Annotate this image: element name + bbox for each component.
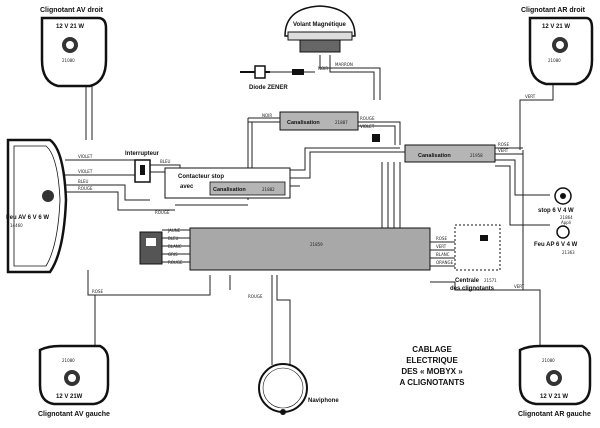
magneto-flywheel-title: Volant Magnétique <box>293 22 347 28</box>
stop-switch-canal: Canalisation <box>213 187 246 193</box>
wire-label: BLANC <box>168 244 182 249</box>
switch-title: Interrupteur <box>125 151 160 157</box>
front-light-title: Feu AV 6 V 6 W <box>6 215 49 221</box>
wire-label: BLEU <box>78 179 89 184</box>
stop-switch-ref: 21882 <box>262 187 275 192</box>
harness-right-title: Canalisation <box>418 153 451 159</box>
harness-top-title: Canalisation <box>287 120 320 126</box>
wire-label: VERT <box>498 148 509 153</box>
wire-label: BLANC <box>436 252 450 257</box>
wire-label: GRIS <box>168 252 178 257</box>
indicator-rear-right-title: Clignotant AR droit <box>521 7 586 14</box>
wire-label: VERT <box>525 94 536 99</box>
wire-label: JAUNE <box>167 228 181 233</box>
stop-switch-line2: avec <box>180 184 194 190</box>
indicator-rear-left-title: Clignotant AR gauche <box>518 411 591 418</box>
wiring <box>65 55 554 368</box>
indicator-rear-left-rating: 12 V 21 W <box>540 394 568 400</box>
indicator-front-right-title: Clignotant AV droit <box>40 7 104 14</box>
caption-line-4: A CLIGNOTANTS <box>400 378 466 387</box>
diagram-caption: CABLAGE ELECTRIQUE DES « MOBYX » A CLIGN… <box>400 345 466 387</box>
wire-label: MARRON <box>335 62 353 67</box>
wire-label: ROSE <box>92 289 103 294</box>
wire-label: VIOLET <box>78 154 93 159</box>
front-light: Feu AV 6 V 6 W 14460 <box>6 138 68 274</box>
caption-line-3: DES « MOBYX » <box>401 367 463 376</box>
wire-label: VIOLET <box>360 124 375 129</box>
rear-lights: stop 6 V 4 W 21864 Appli Feu AP 6 V 4 W … <box>534 187 578 255</box>
flasher-unit: Centrale 21571 des clignotants <box>450 224 501 292</box>
zener-diode: Diode ZENER <box>240 65 304 91</box>
horn-icon <box>258 363 308 413</box>
indicator-front-left-ref: 21080 <box>62 358 75 363</box>
indicator-rear-right-rating: 12 V 21 W <box>542 24 570 30</box>
caption-line-1: CABLAGE <box>412 345 452 354</box>
wire-label: VERT <box>514 284 525 289</box>
harness-main-ref: 21859 <box>310 242 323 247</box>
zener-diode-title: Diode ZENER <box>249 85 288 91</box>
wire-label: ROUGE <box>78 186 93 191</box>
flasher-ref: 21571 <box>484 278 497 283</box>
wire-label: ROUGE <box>248 294 263 299</box>
wire-labels: NOIR MARRON NOIR ROUGE VIOLET VIOLET VIO… <box>78 62 536 299</box>
indicator-front-left: 21080 12 V 21W Clignotant AV gauche <box>38 344 110 418</box>
wire-label: ROUGE <box>155 210 170 215</box>
stop-switch: Contacteur stop avec Canalisation 21882 <box>164 167 291 199</box>
indicator-rear-left-ref: 21080 <box>542 358 555 363</box>
rear-lamp-title: Feu AP 6 V 4 W <box>534 242 578 248</box>
flasher-icon <box>454 224 501 271</box>
wire-label: ROUGE <box>168 260 183 265</box>
bulb-icon <box>42 190 54 202</box>
wire-label: VIOLET <box>78 169 93 174</box>
indicator-rear-left: 21080 12 V 21 W Clignotant AR gauche <box>518 344 592 418</box>
harness-top-ref: 21887 <box>335 120 348 125</box>
wire-label: BLEU <box>160 159 171 164</box>
flasher-line1: Centrale <box>455 278 480 284</box>
stop-lamp-ref: 21864 <box>560 215 573 220</box>
indicator-rear-right: Clignotant AR droit 12 V 21 W 21080 <box>521 7 594 86</box>
wire-label: ROSE <box>436 236 447 241</box>
harness-right-ref: 21958 <box>470 153 483 158</box>
wire-label: ROSE <box>498 142 509 147</box>
connector-icon <box>139 231 163 265</box>
diode-icon <box>254 65 266 79</box>
flasher-line2: des clignotants <box>450 286 495 292</box>
wire-label: ORANGE <box>436 260 454 265</box>
indicator-front-left-title: Clignotant AV gauche <box>38 411 110 418</box>
magneto-flywheel: Volant Magnétique <box>284 5 356 53</box>
wire-label: VERT <box>436 244 447 249</box>
indicator-front-left-rating: 12 V 21W <box>56 394 83 400</box>
rear-lamp-ref: 21363 <box>562 250 575 255</box>
stop-switch-line1: Contacteur stop <box>178 174 224 180</box>
indicator-front-right-ref: 21080 <box>62 58 75 63</box>
front-light-ref: 14460 <box>10 223 23 228</box>
wire-label: ROUGE <box>360 116 375 121</box>
indicator-front-right: Clignotant AV droit 12 V 21 W 21080 <box>40 7 108 88</box>
caption-line-2: ELECTRIQUE <box>406 356 458 365</box>
harness-right: Canalisation 21958 <box>404 144 496 163</box>
wire-label: NOIR <box>262 113 272 118</box>
stop-lamp-sub: Appli <box>561 220 571 225</box>
horn-title: Naviphone <box>308 398 339 404</box>
wire-label: BLEU <box>168 236 179 241</box>
wire-label: NOIR <box>318 66 328 71</box>
rear-lamp-icon <box>556 225 570 239</box>
stop-lamp-title: stop 6 V 4 W <box>538 208 574 214</box>
indicator-rear-right-ref: 21080 <box>548 58 561 63</box>
harness-top: Canalisation 21887 <box>279 111 380 142</box>
horn: Naviphone <box>258 363 339 415</box>
switch: Interrupteur <box>125 151 160 183</box>
harness-main: 21859 <box>139 227 431 271</box>
indicator-front-right-rating: 12 V 21 W <box>56 24 84 30</box>
